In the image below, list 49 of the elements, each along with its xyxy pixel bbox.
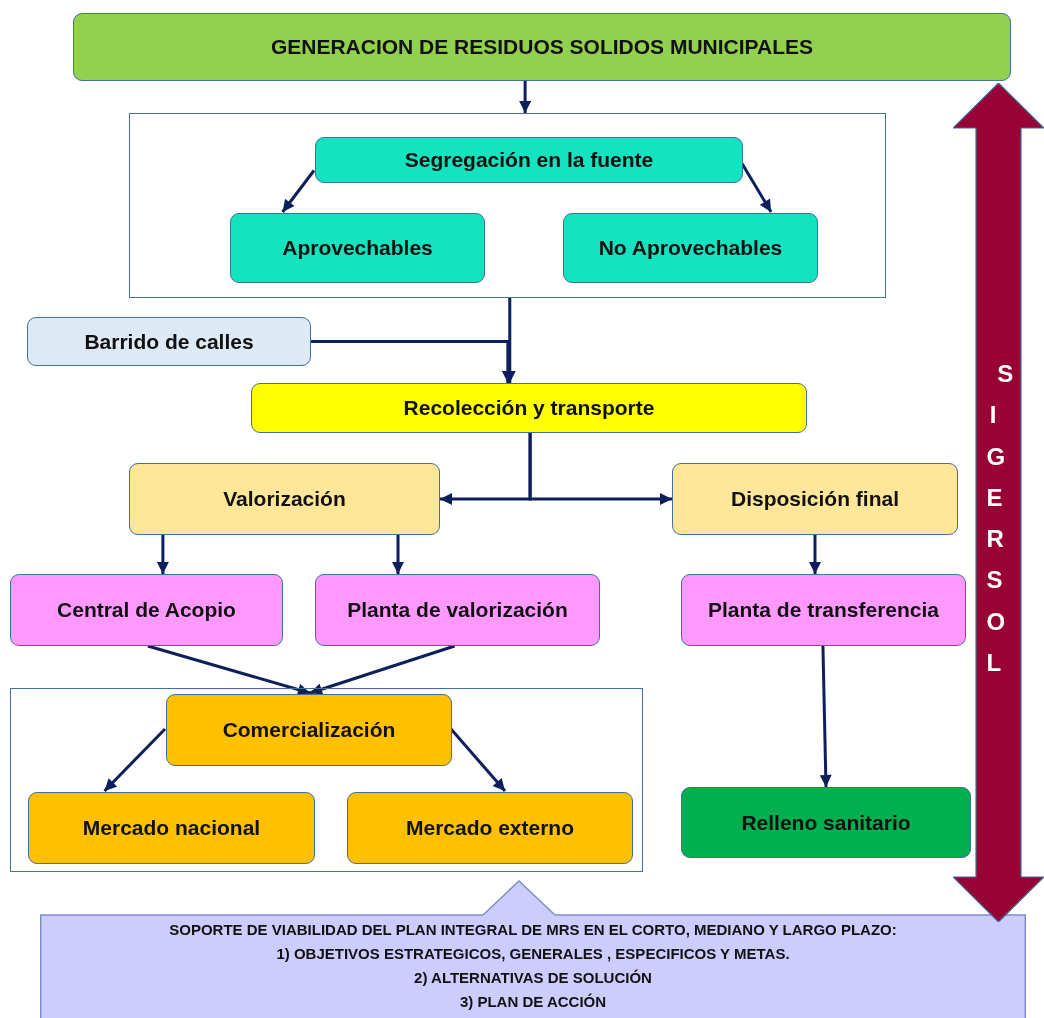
arrow xyxy=(392,535,404,574)
box-label: Central de Acopio xyxy=(57,597,236,624)
box-label: Mercado externo xyxy=(405,815,575,842)
arrow xyxy=(309,644,456,695)
process-box xyxy=(672,463,958,535)
box-label: Planta de valorización xyxy=(347,597,568,624)
box-label: Aprovechables xyxy=(282,235,433,262)
arrow xyxy=(147,644,311,696)
process-box xyxy=(73,13,1011,81)
callout-text: 3) PLAN DE ACCIÓN xyxy=(459,992,607,1012)
arrow xyxy=(281,169,316,213)
box-label: Valorización xyxy=(223,486,346,513)
callout-text: 1) OBJETIVOS ESTRATEGICOS, GENERALES , ESPECIFICOS Y METAS. xyxy=(276,944,790,964)
group-frame xyxy=(129,113,886,298)
double-arrow-band xyxy=(953,83,1044,922)
box-label: GENERACION DE RESIDUOS SOLIDOS MUNICIPALES xyxy=(270,34,814,61)
process-box xyxy=(166,694,452,766)
box-label: Planta de transferencia xyxy=(707,597,940,624)
process-box xyxy=(27,317,311,366)
callout-text: 2) ALTERNATIVAS DE SOLUCIÓN xyxy=(414,968,652,988)
process-box xyxy=(681,787,971,858)
process-box xyxy=(28,792,315,864)
arrow xyxy=(156,535,169,574)
box-label: Mercado nacional xyxy=(82,815,261,842)
callout-box xyxy=(40,880,1026,1018)
process-box xyxy=(10,574,283,646)
process-box xyxy=(129,463,440,535)
box-label: Segregación en la fuente xyxy=(404,147,654,174)
process-box xyxy=(251,383,807,433)
box-label: No Aprovechables xyxy=(598,235,783,262)
process-box xyxy=(315,137,743,183)
process-box xyxy=(347,792,633,864)
arrow xyxy=(819,645,832,788)
process-box xyxy=(563,213,818,283)
process-box xyxy=(681,574,966,646)
box-label: Disposición final xyxy=(731,486,899,513)
arrow xyxy=(519,81,532,113)
process-box xyxy=(230,213,485,283)
box-label: Recolección y transporte xyxy=(403,395,655,422)
band-label: SIGERSOL xyxy=(986,359,1011,678)
process-box xyxy=(315,574,600,646)
box-label: Relleno sanitario xyxy=(741,809,911,836)
box-label: Barrido de calles xyxy=(84,328,254,355)
group-frame xyxy=(10,688,643,872)
arrow xyxy=(103,727,167,793)
box-label: Comercialización xyxy=(222,717,396,744)
arrow xyxy=(528,433,672,505)
arrow xyxy=(809,535,821,574)
callout-text: SOPORTE DE VIABILIDAD DEL PLAN INTEGRAL DE MRS EN EL CORTO, MEDIANO Y LARGO PLAZO: xyxy=(169,920,897,940)
